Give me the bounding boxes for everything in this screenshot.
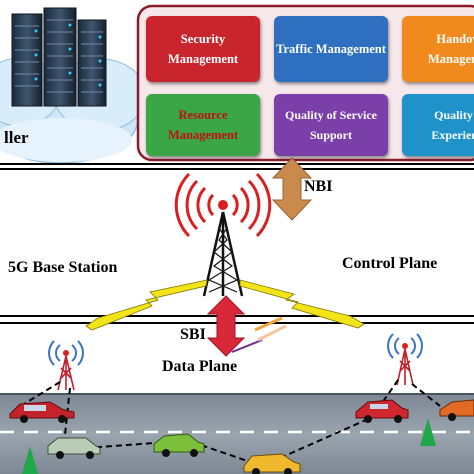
module-label: Traffic Management: [276, 42, 386, 56]
sbi-label: SBI: [180, 326, 206, 343]
module-quality-of-service-support[interactable]: Quality of Service Support: [274, 94, 388, 156]
module-label: Security Management: [167, 32, 239, 66]
module-label: Quality of Service Support: [285, 108, 377, 142]
wireless-link-lightning: [85, 279, 365, 331]
car-red-left-icon: [9, 401, 75, 423]
small-cell-tower-left-icon: [48, 340, 84, 391]
data-plane-divider: [0, 315, 474, 324]
module-label: Handover Management: [427, 32, 474, 66]
module-resource-management[interactable]: Resource Management: [146, 94, 260, 156]
data-plane-label: Data Plane: [162, 358, 238, 375]
controller-layer-divider: [0, 163, 474, 170]
road-cone-right-icon: [420, 418, 436, 446]
car-red-right-icon: [355, 399, 409, 423]
car-orange-right-icon: [439, 399, 474, 421]
small-cell-tower-right-icon: [387, 333, 423, 386]
sbi-accent-strokes: [231, 316, 287, 353]
module-handover-management[interactable]: Handover Management: [402, 16, 474, 82]
server-rack-icon: [11, 7, 107, 107]
nbi-arrow-icon: [271, 157, 313, 221]
controller-label: ller: [4, 128, 29, 147]
control-plane-label: Control Plane: [342, 255, 438, 272]
module-security-management[interactable]: Security Management: [146, 16, 260, 82]
road-cone-left-icon: [22, 446, 38, 474]
module-traffic-management[interactable]: Traffic Management: [274, 16, 388, 82]
nbi-label: NBI: [304, 178, 333, 195]
module-label: Resource Management: [167, 108, 239, 142]
road: [0, 394, 474, 474]
base-station-label: 5G Base Station: [8, 259, 118, 276]
sbi-arrow-icon: [206, 295, 246, 357]
base-station-tower-icon: [174, 172, 272, 297]
module-label: Quality of Experience: [431, 108, 474, 142]
car-green-middle-icon: [153, 433, 205, 457]
car-white-left-icon: [47, 437, 101, 459]
car-yellow-middle-icon: [243, 453, 301, 474]
module-quality-of-experience[interactable]: Quality of Experience: [402, 94, 474, 156]
